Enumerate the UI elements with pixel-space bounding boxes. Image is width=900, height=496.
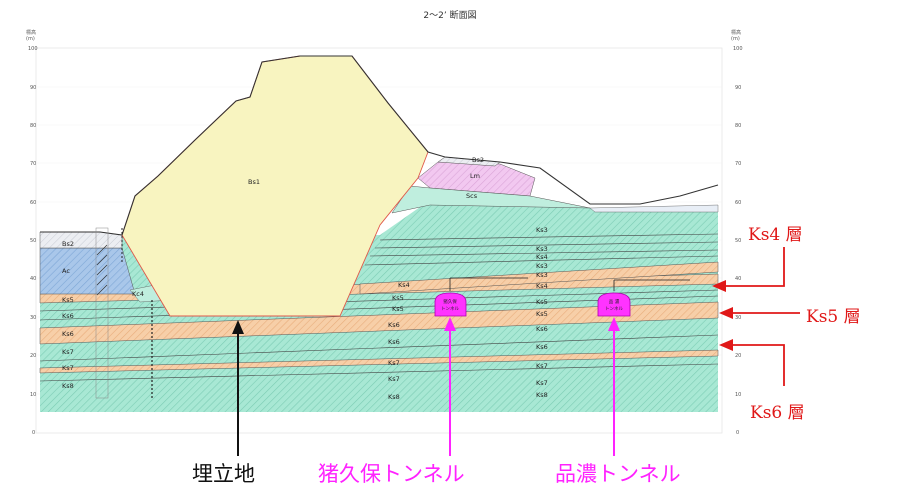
label-bs1: Bs1	[248, 178, 260, 186]
callout-arrowheads	[712, 280, 733, 351]
svg-text:80: 80	[30, 123, 36, 129]
ks4-layer-band	[359, 261, 719, 295]
label-inokubo-tunnel: 猪久保トンネル	[318, 462, 465, 486]
label-ac: Ac	[62, 267, 70, 275]
borehole-hatch	[96, 244, 108, 296]
label-ks8-mid: Ks8	[388, 393, 400, 401]
svg-text:40: 40	[30, 276, 36, 282]
label-ks4-mid: Ks4	[398, 281, 410, 289]
label-ks5-mid: Ks5	[392, 294, 404, 302]
svg-text:90: 90	[30, 85, 36, 91]
bs2-left-layer	[39, 231, 123, 249]
shinano-inner-1: 品 濃	[609, 298, 620, 305]
svg-text:10: 10	[30, 392, 36, 398]
section-title: 2～2’ 断面図	[423, 11, 477, 21]
right-axis-caption: 標高(m)	[731, 30, 742, 42]
svg-text:30: 30	[30, 315, 36, 321]
label-left-ks8: Ks8	[62, 382, 74, 390]
borehole-column	[95, 227, 109, 399]
callout-ks6: Ks6 層	[750, 403, 805, 423]
ground-surface-line	[99, 55, 719, 236]
inokubo-inner-1: 猪久保	[443, 298, 457, 305]
ac-layer	[39, 247, 136, 295]
callout-ks4: Ks4 層	[748, 225, 803, 245]
label-lm: Lm	[470, 172, 480, 180]
svg-text:0: 0	[736, 430, 739, 436]
label-ks7-right: Ks7	[536, 362, 548, 370]
bs2-right-strip	[589, 204, 719, 213]
label-stack-2: Ks3	[536, 262, 548, 270]
label-scs: Scs	[466, 192, 478, 200]
svg-text:50: 50	[735, 238, 741, 244]
svg-text:50: 50	[30, 238, 36, 244]
svg-text:40: 40	[735, 276, 741, 282]
label-ks7-mid: Ks7	[388, 359, 400, 367]
label-left-ks6b: Ks6	[62, 330, 74, 338]
label-left-ks6: Ks6	[62, 312, 74, 320]
label-stack-3: Ks3	[536, 271, 548, 279]
inokubo-tunnel-shape	[434, 292, 467, 317]
axis-ticks-right: 100 90 80 70 60 50 40 30 20 10 0	[733, 46, 743, 436]
ks6-layer-band	[39, 301, 719, 345]
callout-lines	[726, 247, 800, 386]
axis-ticks-left: 100 90 80 70 60 50 40 30 20 10 0	[28, 46, 38, 436]
shinano-arrowhead	[608, 317, 620, 331]
label-ks3-top: Ks3	[536, 226, 548, 234]
callout-ks5: Ks5 層	[806, 307, 861, 327]
label-ks7b-right: Ks7	[536, 379, 548, 387]
plot-frame	[35, 47, 723, 434]
label-ks5-right: Ks5	[536, 298, 548, 306]
left-axis-caption: 標高(m)	[26, 30, 37, 42]
label-ks5b-right: Ks5	[536, 310, 548, 318]
svg-text:60: 60	[735, 200, 741, 206]
ks7-layer-band	[39, 349, 719, 374]
svg-text:70: 70	[735, 161, 741, 167]
shinano-inner-2: トンネル	[605, 306, 623, 312]
label-bs2-right: Bs2	[472, 156, 484, 164]
tunnel-inner-labels: 猪久保 トンネル 品 濃 トンネル	[441, 298, 623, 312]
label-shinano-tunnel: 品濃トンネル	[555, 462, 681, 486]
svg-text:70: 70	[30, 161, 36, 167]
label-landfill: 埋立地	[192, 462, 255, 486]
label-ks8-right: Ks8	[536, 391, 548, 399]
label-kc4: Kc4	[132, 290, 144, 298]
label-stack-1: Ks4	[536, 253, 548, 261]
landfill-arrowhead	[232, 320, 244, 334]
label-ks7b-mid: Ks7	[388, 375, 400, 383]
layer-labels: Bs1 Bs2 Bs2 Lm Scs Ac Kc4 Ks3 Ks3 Ks4 Ks…	[62, 156, 548, 401]
svg-text:60: 60	[30, 200, 36, 206]
svg-text:100: 100	[733, 46, 743, 52]
label-left-ks7: Ks7	[62, 348, 74, 356]
label-ks6-mid: Ks6	[388, 321, 400, 329]
svg-text:100: 100	[28, 46, 38, 52]
inokubo-arrowhead	[444, 317, 456, 331]
label-bs2-left: Bs2	[62, 240, 74, 248]
label-left-ks7b: Ks7	[62, 364, 74, 372]
svg-text:80: 80	[735, 123, 741, 129]
svg-text:0: 0	[32, 430, 35, 436]
strata-lines	[39, 233, 719, 382]
svg-text:30: 30	[735, 315, 741, 321]
label-ks5b-mid: Ks5	[392, 305, 404, 313]
inokubo-inner-2: トンネル	[441, 306, 459, 312]
shinano-tunnel-shape	[597, 292, 631, 317]
svg-text:10: 10	[735, 392, 741, 398]
label-ks6-right: Ks6	[536, 325, 548, 333]
label-ks4-right: Ks4	[536, 282, 548, 290]
svg-text:20: 20	[735, 353, 741, 359]
label-ks6-low-mid: Ks6	[388, 338, 400, 346]
label-left-ks5: Ks5	[62, 296, 74, 304]
label-stack-0: Ks3	[536, 245, 548, 253]
svg-text:90: 90	[735, 85, 741, 91]
label-ks6-low-right: Ks6	[536, 343, 548, 351]
svg-text:20: 20	[30, 353, 36, 359]
